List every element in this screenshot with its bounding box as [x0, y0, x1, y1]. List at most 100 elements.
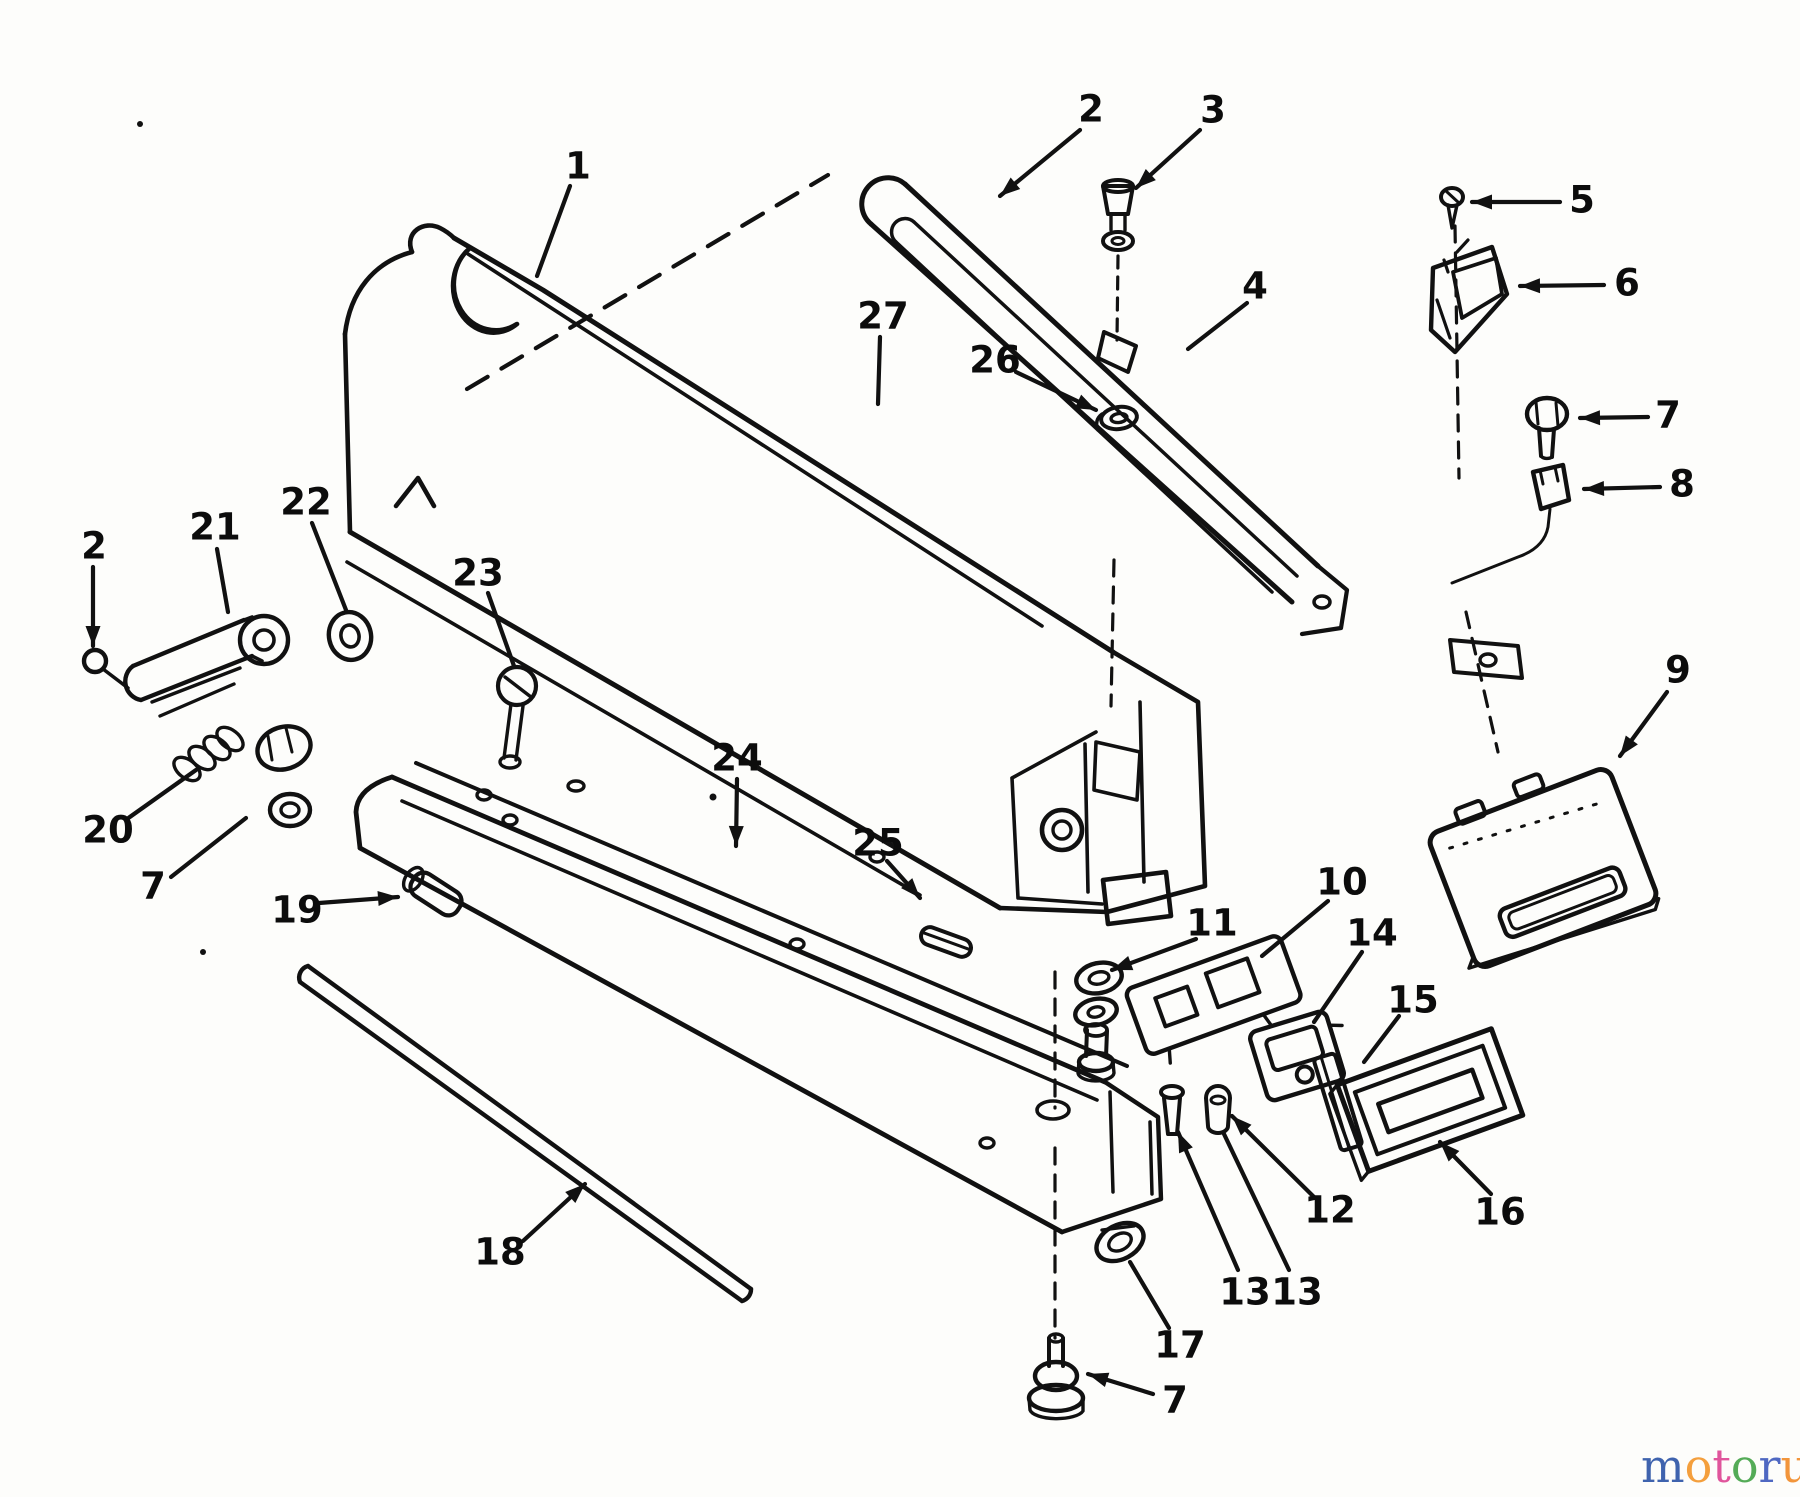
switch-housing-part-10: [1124, 934, 1303, 1065]
watermark-letters: motoruf: [1641, 1439, 1800, 1493]
part-number-label: 16: [1474, 1191, 1526, 1234]
part-number-label: 22: [280, 481, 332, 524]
callout-11-10: 11: [1109, 902, 1238, 973]
screw-part-13: [1159, 1084, 1185, 1136]
key-switch-part-14: [1248, 1009, 1346, 1103]
bolt-part-7-right: [1524, 395, 1570, 461]
latch-lever-part-21: [81, 613, 291, 718]
leader-arrowhead: [901, 878, 920, 898]
leader-arrowhead: [1136, 169, 1156, 188]
assembly-axis-lines: [464, 172, 1500, 1340]
part-number-label: 1: [565, 145, 591, 188]
callout-24-21: 24: [711, 737, 763, 849]
roll-pin-part-19: [401, 865, 464, 918]
upper-rail-part-4: [859, 175, 1524, 680]
part-number-label: 23: [452, 552, 504, 595]
part-number-label: 9: [1665, 649, 1691, 692]
callout-16-13: 16: [1437, 1139, 1526, 1234]
watermark-letter: r: [1758, 1439, 1781, 1493]
callout-5-4: 5: [1469, 179, 1595, 222]
callout-19-20: 19: [271, 889, 401, 932]
watermark-letter: t: [1712, 1439, 1731, 1493]
leader-arrowhead: [1178, 1132, 1193, 1154]
callout-18-19: 18: [474, 1181, 588, 1274]
callout-13-15: 13: [1175, 1129, 1271, 1314]
part-number-label: 10: [1316, 861, 1368, 904]
bolt-part-7-left: [255, 724, 313, 829]
callout-7-30: 7: [140, 815, 249, 908]
leader-arrowhead: [1232, 1116, 1252, 1136]
callout-14-11: 14: [1311, 912, 1398, 1025]
part-number-label: 2: [1078, 88, 1104, 131]
leader-arrowhead: [728, 825, 744, 846]
clip-part-25: [919, 925, 973, 959]
callout-13-16: 13: [1221, 1131, 1323, 1314]
part-number-label: 6: [1614, 262, 1640, 305]
callout-27-25: 27: [857, 295, 909, 407]
watermark-letter: o: [1730, 1439, 1759, 1493]
callout-17-17: 17: [1127, 1259, 1206, 1367]
part-number-label: 8: [1669, 463, 1695, 506]
part-number-label: 7: [1162, 1379, 1188, 1422]
clevis-pin-part-2: [81, 647, 109, 675]
callout-20-29: 20: [82, 767, 199, 852]
callout-10-9: 10: [1259, 861, 1368, 959]
leader-arrowhead: [1112, 956, 1134, 971]
part-number-label: 14: [1346, 912, 1398, 955]
part-number-label: 4: [1242, 265, 1268, 308]
leader-arrowhead: [1472, 194, 1492, 210]
part-number-label: 11: [1186, 902, 1238, 945]
watermark-letter: o: [1684, 1439, 1713, 1493]
motoruf-watermark: motoruf'.de: [1641, 1436, 1800, 1497]
grommet-part-22: [326, 609, 374, 663]
leader-arrowhead: [1584, 480, 1605, 496]
bushing-part-12: [1204, 1084, 1232, 1135]
screw-part-5: [1439, 186, 1465, 230]
part-number-label: 25: [852, 822, 904, 865]
leader-arrowhead: [1088, 1372, 1110, 1388]
callout-25-22: 25: [852, 822, 923, 901]
main-frame-part-1: [342, 223, 1208, 927]
clip-nut-part-26: [1094, 404, 1139, 432]
leader-arrowhead: [1440, 1142, 1460, 1162]
part-number-label: 24: [711, 737, 763, 780]
callout-23-23: 23: [452, 552, 517, 669]
tie-rod-part-18: [297, 963, 754, 1304]
callout-1-0: 1: [534, 145, 591, 279]
lower-rail-part-24: [353, 761, 1164, 1235]
callout-6-5: 6: [1517, 262, 1640, 305]
callout-2-26: 2: [81, 525, 107, 649]
part-number-label: 13: [1219, 1271, 1271, 1314]
leader-arrowhead: [565, 1184, 585, 1204]
part-number-label: 27: [857, 295, 909, 338]
bolt-part-7-bottom: [1026, 1332, 1086, 1421]
callout-2-1: 2: [997, 88, 1104, 199]
bezel-part-16: [1328, 1026, 1526, 1183]
leader-arrowhead: [377, 891, 398, 906]
part-number-label: 21: [189, 506, 241, 549]
spring-part-20: [172, 725, 245, 783]
scan-specks: [137, 121, 717, 955]
part-number-label: 2: [81, 525, 107, 568]
part-number-label: 7: [140, 865, 166, 908]
callout-26-24: 26: [969, 339, 1099, 413]
leader-arrowhead: [1620, 735, 1638, 756]
part-number-label: 19: [271, 889, 323, 932]
part-number-label: 13: [1271, 1271, 1323, 1314]
leader-arrowhead: [1000, 177, 1021, 196]
leader-arrowhead: [1520, 278, 1541, 294]
watermark-letter: m: [1641, 1439, 1685, 1493]
callout-4-3: 4: [1185, 265, 1268, 352]
dash-panel-part-9: [1427, 767, 1661, 970]
callout-15-12: 15: [1361, 979, 1439, 1065]
callout-12-14: 12: [1229, 1113, 1356, 1232]
callout-8-7: 8: [1581, 463, 1695, 506]
clip-part-17: [1094, 1220, 1146, 1264]
watermark-letter: u: [1780, 1439, 1800, 1493]
screw-part-23: [495, 664, 539, 770]
bolt-part-3: [1101, 178, 1135, 252]
callout-7-6: 7: [1577, 394, 1681, 437]
callout-3-2: 3: [1133, 89, 1226, 191]
